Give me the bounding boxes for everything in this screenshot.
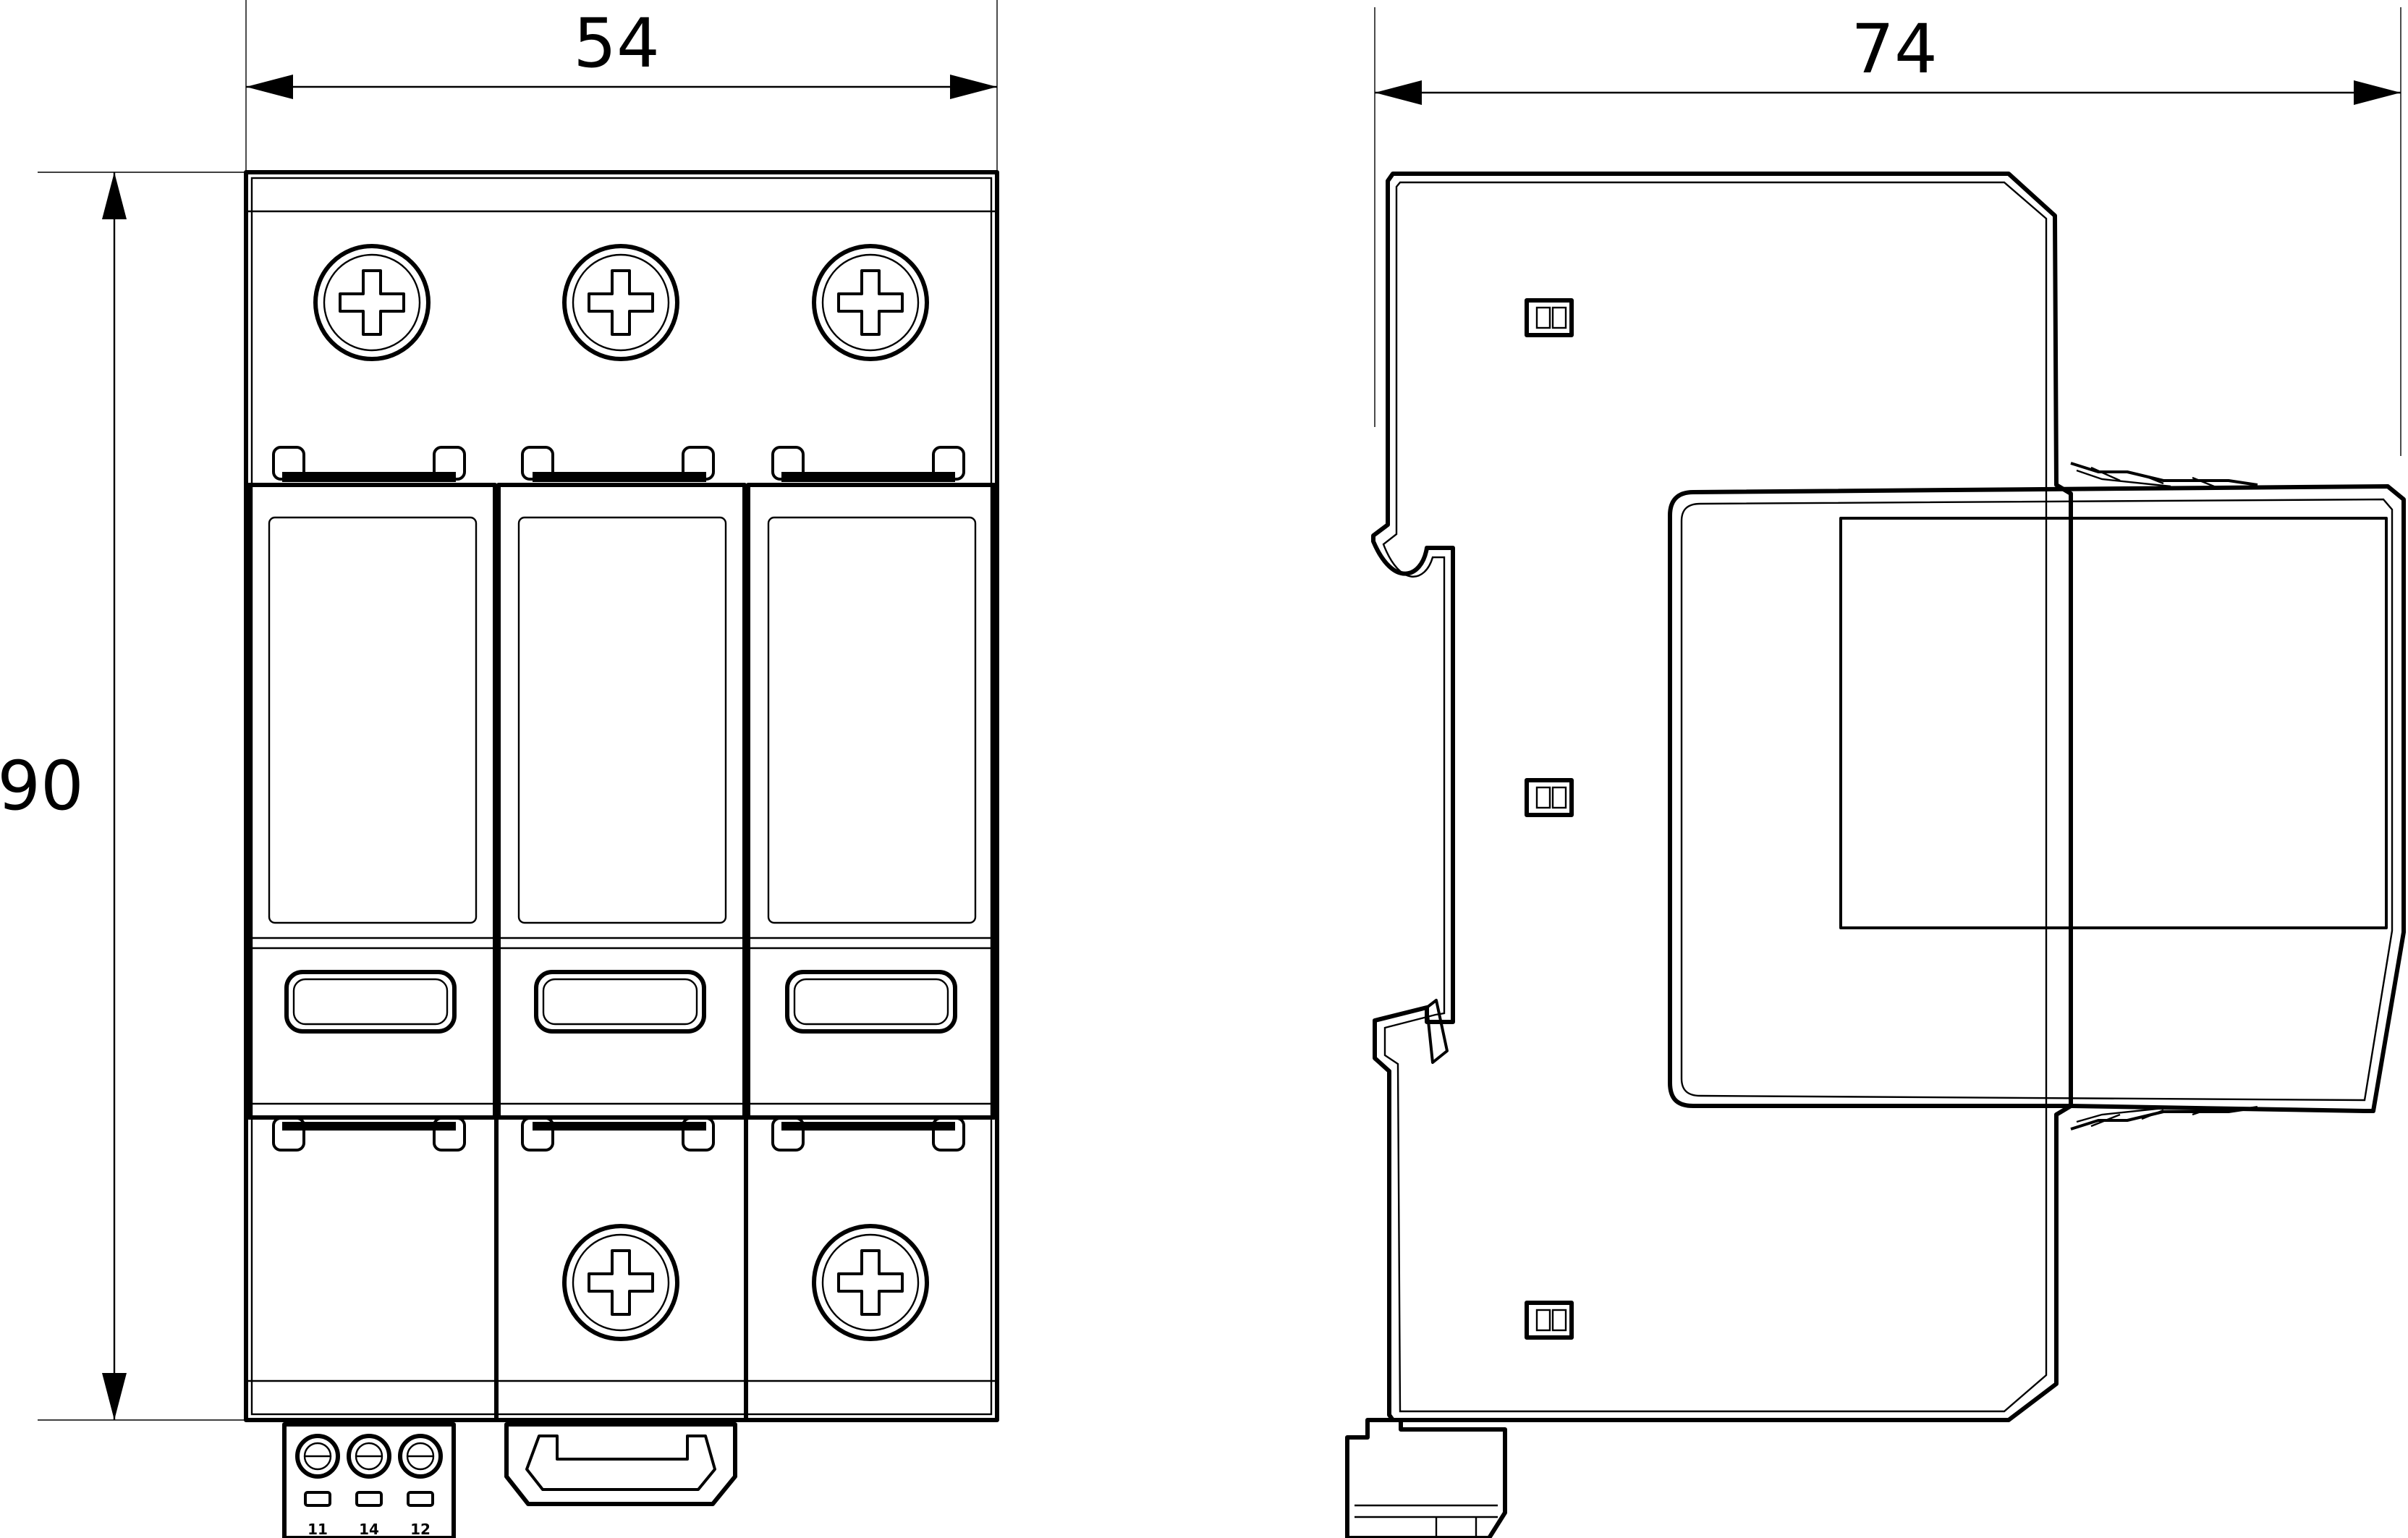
module-3-status-window <box>785 970 957 1034</box>
terminal-mark-11: 11 <box>308 1521 328 1538</box>
side-front-cover <box>1668 484 2406 1113</box>
top-screw-3 <box>812 244 929 361</box>
dimension-label-height: 90 <box>0 747 84 826</box>
module-1-status-window <box>284 970 457 1034</box>
front-outer-housing <box>244 170 999 1422</box>
bottom-screw-1 <box>562 1224 679 1341</box>
terminal-mark-14: 14 <box>359 1521 379 1538</box>
side-slot-middle <box>1525 778 1574 817</box>
top-screw-2 <box>562 244 679 361</box>
side-clip-lower <box>2070 1106 2258 1131</box>
dimension-label-front-width: 54 <box>573 4 660 83</box>
side-view <box>1345 172 2406 1538</box>
dimension-height: 90 <box>0 172 246 1421</box>
module-2-status-window <box>534 970 706 1034</box>
dimension-side-depth: 74 <box>1374 7 2401 456</box>
side-housing-profile <box>1371 172 2073 1422</box>
top-screw-1 <box>313 244 431 361</box>
side-slot-top <box>1525 298 1574 337</box>
side-bottom-connector <box>1345 1418 1507 1538</box>
remote-contact-terminal: 11 14 12 <box>282 1422 456 1538</box>
module-2 <box>496 483 747 1120</box>
top-latch-row <box>272 446 965 482</box>
front-view: 11 14 12 <box>244 170 999 1538</box>
dimension-label-side-depth: 74 <box>1851 10 1938 89</box>
side-clip-upper <box>2070 462 2258 488</box>
module-1 <box>247 483 497 1120</box>
side-label-window <box>1839 517 2388 929</box>
module-3 <box>746 483 996 1120</box>
bottom-screw-2 <box>812 1224 929 1341</box>
terminal-mark-12: 12 <box>410 1521 431 1538</box>
bottom-latch-row <box>272 1117 965 1152</box>
side-slot-bottom <box>1525 1301 1574 1340</box>
dimension-front-width: 54 <box>245 0 998 172</box>
din-release-clip <box>504 1422 737 1506</box>
